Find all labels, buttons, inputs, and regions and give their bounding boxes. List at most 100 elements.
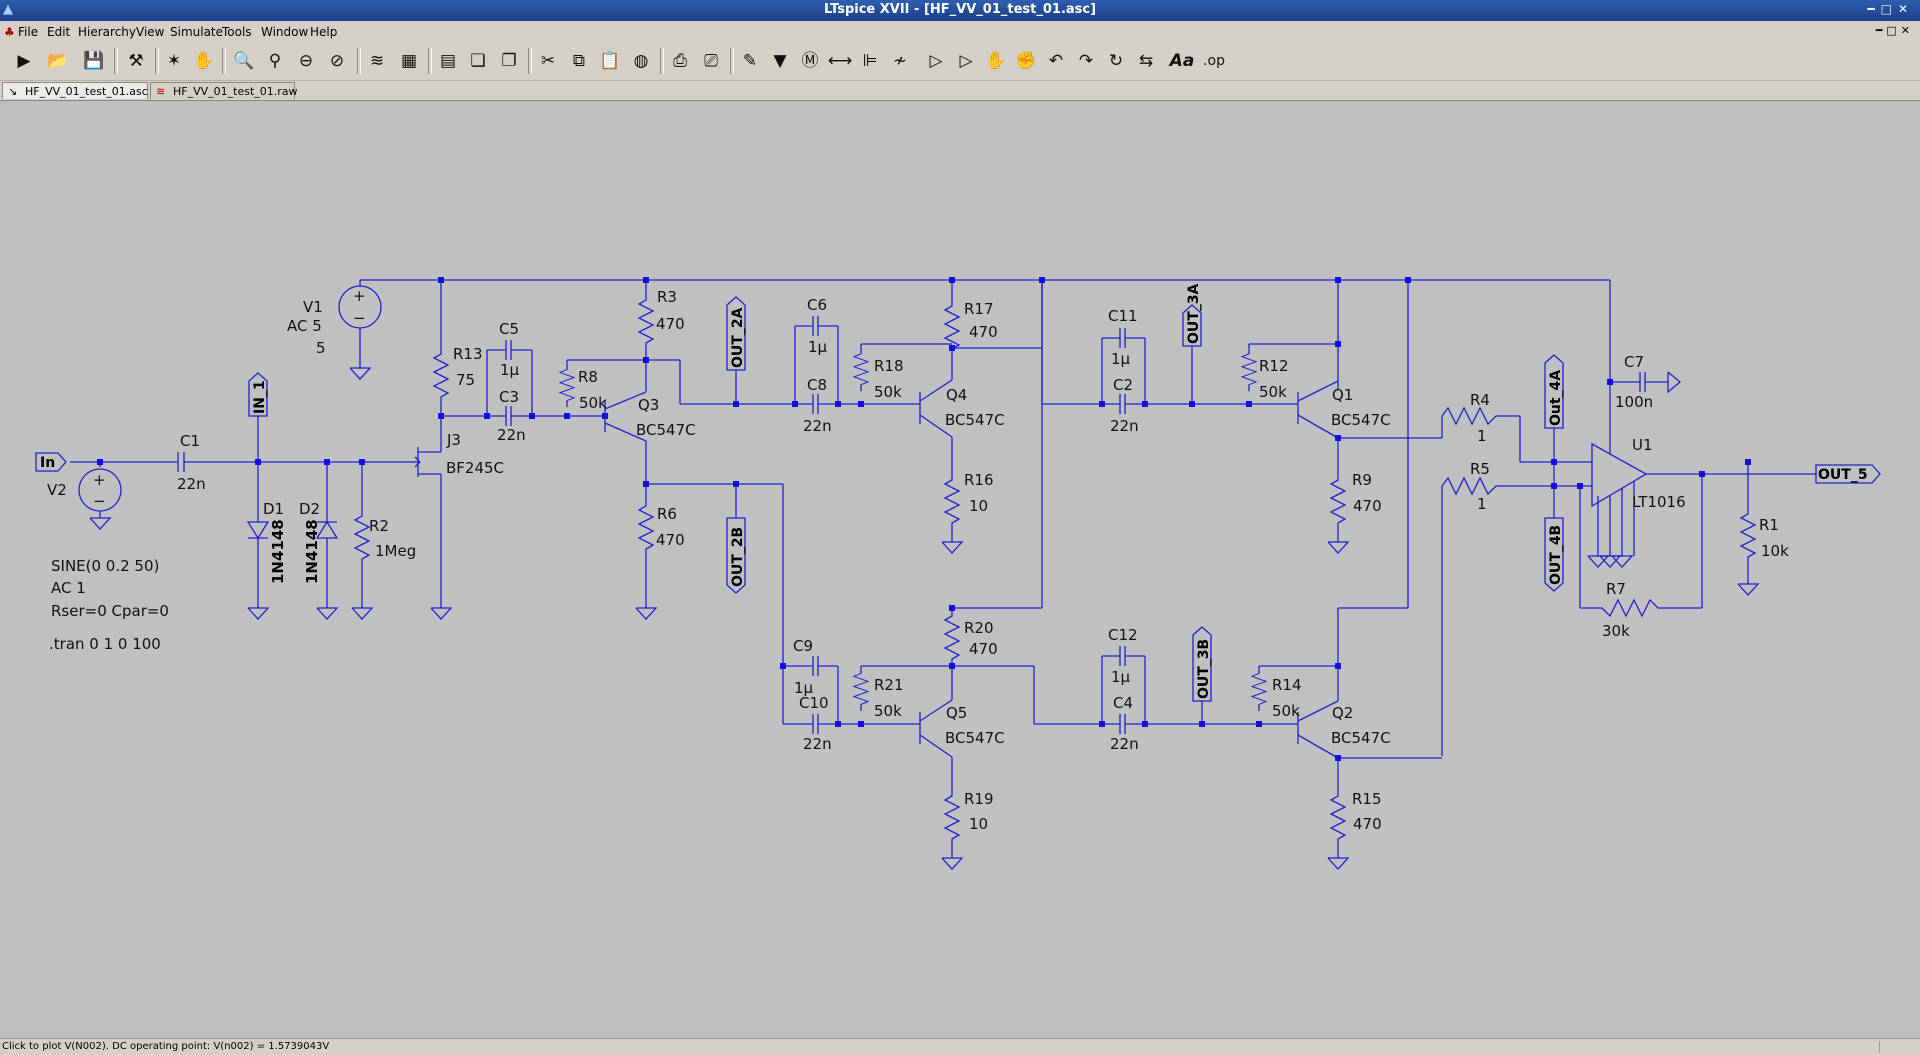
r8-name: R8 xyxy=(578,368,598,386)
status-bar: Click to plot V(N002). DC operating poin… xyxy=(0,1038,1920,1055)
c12-value: 1µ xyxy=(1111,668,1131,686)
port-out4a[interactable] xyxy=(1544,354,1564,429)
menu-hierarchy[interactable]: Hierarchy xyxy=(78,25,137,39)
text-icon[interactable]: Aa xyxy=(1169,51,1195,71)
c6-name: C6 xyxy=(807,296,827,314)
move-icon[interactable]: ✋ xyxy=(985,51,1007,71)
tran-directive[interactable]: .tran 0 1 0 100 xyxy=(49,635,161,653)
ground-icon[interactable]: ▼ xyxy=(773,51,787,71)
undo-icon[interactable]: ↶ xyxy=(1048,51,1064,71)
cascade-icon[interactable]: ❏ xyxy=(470,51,486,71)
tab-schematic[interactable]: ↘ HF_VV_01_test_01.asc xyxy=(2,82,148,99)
resistor-icon[interactable]: ⟷ xyxy=(827,51,853,71)
v2-ac: AC 1 xyxy=(51,579,86,597)
cut-icon[interactable]: ✂ xyxy=(540,51,556,71)
tab-schematic-label: HF_VV_01_test_01.asc xyxy=(25,85,148,98)
zoom-area-icon[interactable]: ⚲ xyxy=(268,51,282,71)
open-icon[interactable]: 📂 xyxy=(47,51,69,71)
port-out3a[interactable] xyxy=(1182,304,1202,347)
delete-plot-pane-icon[interactable]: ▦ xyxy=(400,51,418,71)
port-out4b[interactable] xyxy=(1544,517,1564,592)
c8-value: 22n xyxy=(803,417,832,435)
run-icon[interactable]: ▶ xyxy=(17,51,31,71)
r3-value: 470 xyxy=(656,315,685,333)
port-out2a[interactable] xyxy=(726,296,746,371)
c7-name: C7 xyxy=(1624,353,1644,371)
menu-view[interactable]: View xyxy=(136,25,165,39)
menu-window[interactable]: Window xyxy=(261,25,309,39)
label-net-icon[interactable]: Ⓜ xyxy=(801,51,819,71)
mirror-icon[interactable]: ⇆ xyxy=(1138,51,1154,71)
tab-waveform[interactable]: ≋ HF_VV_01_test_01.raw xyxy=(150,82,298,99)
mdi-controls[interactable]: ━□✕ xyxy=(1875,24,1914,37)
c10-name: C10 xyxy=(799,694,829,712)
c11-name: C11 xyxy=(1108,307,1138,325)
schematic-icon: ↘ xyxy=(8,85,18,98)
zoom-full-icon[interactable]: ⊘ xyxy=(329,51,345,71)
document-tabs: ↘ HF_VV_01_test_01.asc ≋ HF_VV_01_test_0… xyxy=(0,81,1920,100)
port-in1[interactable] xyxy=(248,372,268,417)
r3-name: R3 xyxy=(657,288,677,306)
r12-value: 50k xyxy=(1259,383,1287,401)
menu-tools[interactable]: Tools xyxy=(222,25,252,39)
menu-help[interactable]: Help xyxy=(310,25,338,39)
document-menu-icon[interactable]: ♣ xyxy=(4,25,15,39)
inductor-icon[interactable]: ≁ xyxy=(892,51,908,71)
tile-icon[interactable]: ▤ xyxy=(439,51,457,71)
r19-value: 10 xyxy=(969,815,988,833)
c7-value: 100n xyxy=(1615,393,1653,411)
find-icon[interactable]: ◍ xyxy=(633,51,649,71)
redo-icon[interactable]: ↷ xyxy=(1078,51,1094,71)
r5-value: 1 xyxy=(1477,495,1487,513)
spice-directive-icon[interactable]: .op xyxy=(1203,53,1225,69)
print-icon[interactable]: ⎚ xyxy=(704,51,718,71)
d2-name: D2 xyxy=(299,500,320,518)
capacitor-icon[interactable]: ⊫ xyxy=(862,51,878,71)
copy-icon[interactable]: ⧉ xyxy=(572,51,586,71)
waveform-icon: ≋ xyxy=(156,85,166,98)
control-panel-icon[interactable]: ⚒ xyxy=(128,51,144,71)
r17-name: R17 xyxy=(964,300,994,318)
print-setup-icon[interactable]: ⎙ xyxy=(673,51,687,71)
save-icon[interactable]: 💾 xyxy=(83,51,105,71)
ltspice-app-icon: ▲ xyxy=(3,2,13,17)
schematic-canvas[interactable]: + − + − xyxy=(0,100,1920,1039)
close-all-icon[interactable]: ❐ xyxy=(501,51,517,71)
zoom-in-icon[interactable]: 🔍 xyxy=(233,51,255,71)
diode-icon[interactable]: ▷ xyxy=(929,51,943,71)
u1-name: U1 xyxy=(1632,436,1653,454)
r18-name: R18 xyxy=(874,357,904,375)
menu-edit[interactable]: Edit xyxy=(47,25,71,39)
c8-name: C8 xyxy=(807,376,827,394)
draw-wire-icon[interactable]: ✎ xyxy=(742,51,758,71)
halt-icon[interactable]: ✶ xyxy=(166,51,182,71)
component-icon[interactable]: ▷ xyxy=(959,51,973,71)
rotate-icon[interactable]: ↻ xyxy=(1108,51,1124,71)
schematic-drawing[interactable]: + − + − xyxy=(0,101,1920,1039)
port-out3b[interactable] xyxy=(1192,626,1212,702)
port-out2b-label: OUT_2B xyxy=(730,527,746,587)
r9-value: 470 xyxy=(1353,497,1382,515)
v2-sine: SINE(0 0.2 50) xyxy=(51,557,159,575)
j3-value: BF245C xyxy=(446,459,504,477)
autorange-traces-icon[interactable]: ≋ xyxy=(369,51,385,71)
zoom-out-icon[interactable]: ⊖ xyxy=(298,51,314,71)
r13-value: 75 xyxy=(456,371,475,389)
port-out5[interactable] xyxy=(1815,464,1881,484)
window-controls[interactable]: ━□✕ xyxy=(1867,2,1914,16)
port-out4b-label: OUT_4B xyxy=(1548,525,1564,585)
c4-value: 22n xyxy=(1110,735,1139,753)
c12-name: C12 xyxy=(1108,626,1138,644)
v1-ac: AC 5 xyxy=(287,317,322,335)
menu-simulate[interactable]: Simulate xyxy=(170,25,224,39)
r20-value: 470 xyxy=(969,640,998,658)
menu-file[interactable]: File xyxy=(18,25,39,39)
r21-value: 50k xyxy=(874,702,902,720)
r8-value: 50k xyxy=(579,394,607,412)
port-in[interactable] xyxy=(35,452,67,472)
r14-name: R14 xyxy=(1272,676,1302,694)
port-out2b[interactable] xyxy=(726,517,746,594)
pan-icon[interactable]: ✋ xyxy=(193,51,215,71)
paste-icon[interactable]: 📋 xyxy=(599,51,621,71)
drag-icon[interactable]: ✊ xyxy=(1015,51,1037,71)
